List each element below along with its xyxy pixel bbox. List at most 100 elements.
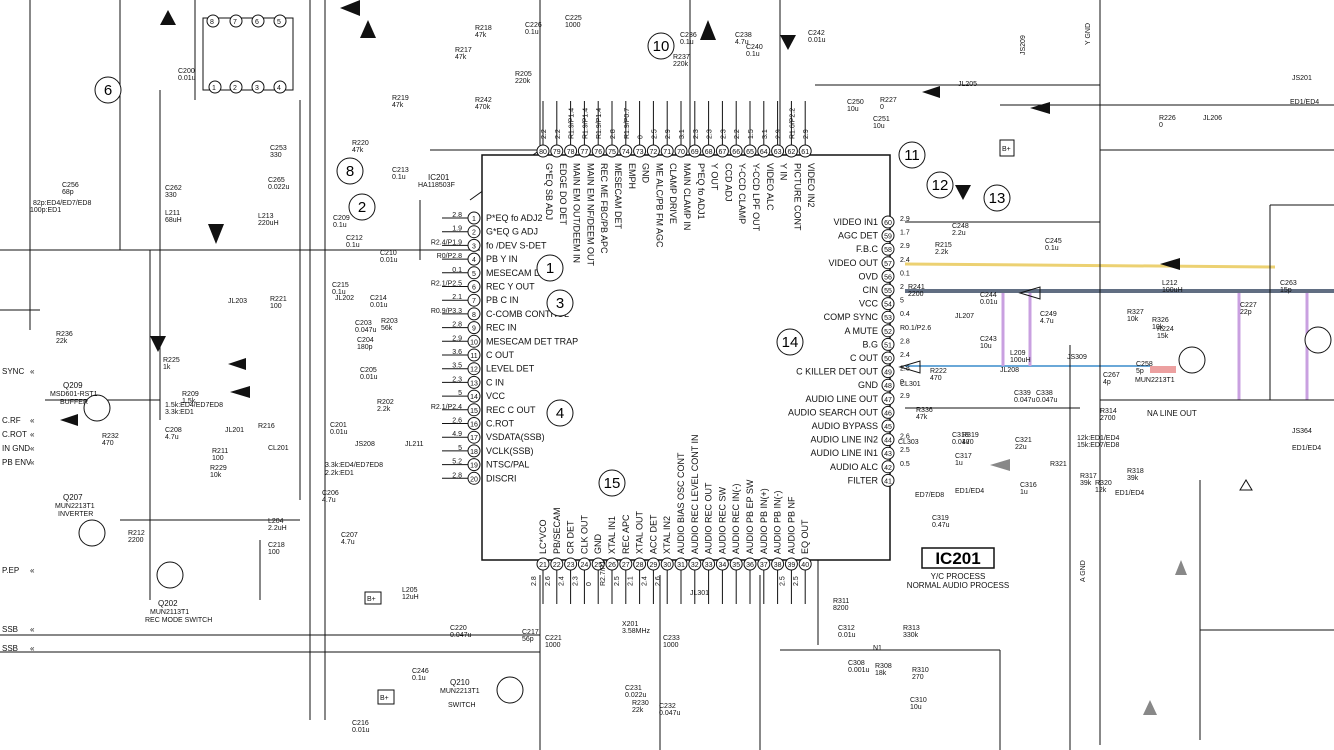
title-line1: Y/C PROCESS bbox=[931, 572, 986, 581]
component-ref: R218 bbox=[475, 25, 492, 32]
component-value: 0.1u bbox=[346, 242, 360, 249]
top-pin-number: 63 bbox=[774, 149, 782, 156]
component-ref: C319 bbox=[932, 515, 949, 522]
component-value: 2200 bbox=[128, 537, 144, 544]
top-pin-number: 74 bbox=[622, 149, 630, 156]
transistor-right bbox=[1304, 326, 1332, 354]
ed1ed4-label-3: ED1/ED4 bbox=[1115, 490, 1144, 497]
bottom-pin-voltage: 2.5 bbox=[614, 576, 621, 586]
left-io-connector: « bbox=[30, 444, 35, 453]
bottom-pin-name: XTAL IN1 bbox=[607, 516, 617, 554]
transistors: Q209 MSD601-RST1 BUFFER Q207 MUN2213T1 I… bbox=[50, 326, 1332, 709]
left-pin-number: 2 bbox=[472, 230, 476, 237]
right-pin-55 bbox=[881, 283, 895, 297]
bottom-pin-voltage: R2.7/P1 bbox=[600, 561, 607, 586]
component-value: 22p bbox=[1240, 309, 1252, 316]
top-pin-voltage: 2.9 bbox=[776, 129, 783, 139]
bottom-pin-name: AUDIO PB IN(+) bbox=[759, 488, 769, 554]
ed1ed4-label-1: ED1/ED4 bbox=[1290, 99, 1319, 106]
component-ref: C213 bbox=[392, 167, 409, 174]
left-pin-name: NTSC/PAL bbox=[486, 460, 529, 470]
component-value: 0.047u bbox=[355, 327, 377, 334]
component-ref: C339 bbox=[1014, 390, 1031, 397]
left-pin-number: 20 bbox=[470, 476, 478, 483]
left-pin-name: REC IN bbox=[486, 323, 517, 333]
right-pin-name: AUDIO LINE OUT bbox=[805, 394, 878, 404]
top-pin-name: Y-CCD LPF OUT bbox=[751, 163, 761, 232]
left-pin-voltage: 5.2 bbox=[452, 459, 462, 466]
component-ref: C217 bbox=[522, 629, 539, 636]
right-pin-name: VCC bbox=[859, 299, 879, 309]
ed-note-4: 2.2k:ED1 bbox=[325, 470, 354, 477]
bottom-pin-number: 34 bbox=[719, 562, 727, 569]
component-ref: C246 bbox=[412, 668, 429, 675]
component-ref: C212 bbox=[346, 235, 363, 242]
trace-highlights bbox=[904, 262, 1334, 400]
callout-bubble-11 bbox=[898, 141, 926, 169]
top-pin-61 bbox=[798, 144, 812, 158]
top-pin-number: 68 bbox=[705, 149, 713, 156]
component-ref: C205 bbox=[360, 367, 377, 374]
bottom-pin-24 bbox=[577, 557, 591, 571]
component-value: 1000 bbox=[565, 22, 581, 29]
right-pin-50 bbox=[881, 351, 895, 365]
top-pin-number: 78 bbox=[567, 149, 575, 156]
component-ref: C244 bbox=[980, 292, 997, 299]
component-ref: C316 bbox=[1020, 482, 1037, 489]
component-value: 100uH bbox=[1162, 287, 1183, 294]
bottom-pin-number: 38 bbox=[774, 562, 782, 569]
bottom-pin-name: XTAL IN2 bbox=[662, 516, 672, 554]
left-pin-voltage: 2.1 bbox=[452, 294, 462, 301]
component-value: 10u bbox=[910, 704, 922, 711]
right-pin-51 bbox=[881, 337, 895, 351]
right-pin-voltage: 2.6 bbox=[900, 434, 910, 441]
top-pin-62 bbox=[784, 144, 798, 158]
q209-part: MSD601-RST1 bbox=[50, 391, 98, 398]
top-pin-voltage: R1.9/P1.4 bbox=[582, 108, 589, 139]
right-pin-name: AUDIO SEARCH OUT bbox=[788, 407, 879, 417]
component-value: 0.1u bbox=[392, 174, 406, 181]
left-pin-17 bbox=[467, 430, 481, 444]
top-pin-73 bbox=[633, 144, 647, 158]
q207-ref: Q207 bbox=[63, 493, 83, 502]
left-pin-name: PB Y IN bbox=[486, 254, 518, 264]
component-ref: X201 bbox=[622, 621, 638, 628]
left-pin-number: 8 bbox=[472, 312, 476, 319]
right-pin-42 bbox=[881, 460, 895, 474]
left-pin-number: 7 bbox=[472, 298, 476, 305]
component-value: 39k bbox=[1080, 480, 1092, 487]
left-pin-20 bbox=[467, 471, 481, 485]
right-pin-voltage: 2.4 bbox=[900, 257, 910, 264]
component-value: 0.01u bbox=[352, 727, 370, 734]
y-gnd: Y GND bbox=[1085, 23, 1092, 45]
top-pin-79 bbox=[550, 144, 564, 158]
svg-text:5: 5 bbox=[277, 19, 281, 26]
left-io-label: SSB bbox=[2, 625, 18, 634]
q207-part: MUN2213T1 bbox=[55, 503, 95, 510]
q210-role: SWITCH bbox=[448, 702, 476, 709]
bottom-pin-number: 40 bbox=[801, 562, 809, 569]
component-value: 1000 bbox=[663, 642, 679, 649]
top-pin-name: EMPH bbox=[627, 163, 637, 189]
component-value: 100 bbox=[212, 455, 224, 462]
component-value: 1000 bbox=[545, 642, 561, 649]
component-value: 12uH bbox=[402, 594, 419, 601]
left-pin-name: MESECAM DET bbox=[486, 268, 553, 278]
right-pin-number: 57 bbox=[884, 261, 892, 268]
top-pin-name: EDGE DO DET bbox=[558, 163, 568, 226]
component-ref: R225 bbox=[163, 357, 180, 364]
component-value: 2.2k bbox=[377, 406, 391, 413]
component-ref: R311 bbox=[833, 598, 849, 605]
ed-note-8: 3.3k:ED1 bbox=[165, 409, 194, 416]
component-ref: R222 bbox=[930, 368, 947, 375]
right-pin-number: 60 bbox=[884, 220, 892, 227]
bottom-pin-number: 30 bbox=[663, 562, 671, 569]
component-ref: C267 bbox=[1103, 372, 1120, 379]
component-value: 2700 bbox=[1100, 415, 1116, 422]
cl201: CL201 bbox=[268, 445, 289, 452]
component-value: 0.01u bbox=[370, 302, 388, 309]
bottom-pin-32 bbox=[688, 557, 702, 571]
left-pin-voltage: R2.1/P2.5 bbox=[431, 281, 462, 288]
callout-bubble-15 bbox=[598, 469, 626, 497]
